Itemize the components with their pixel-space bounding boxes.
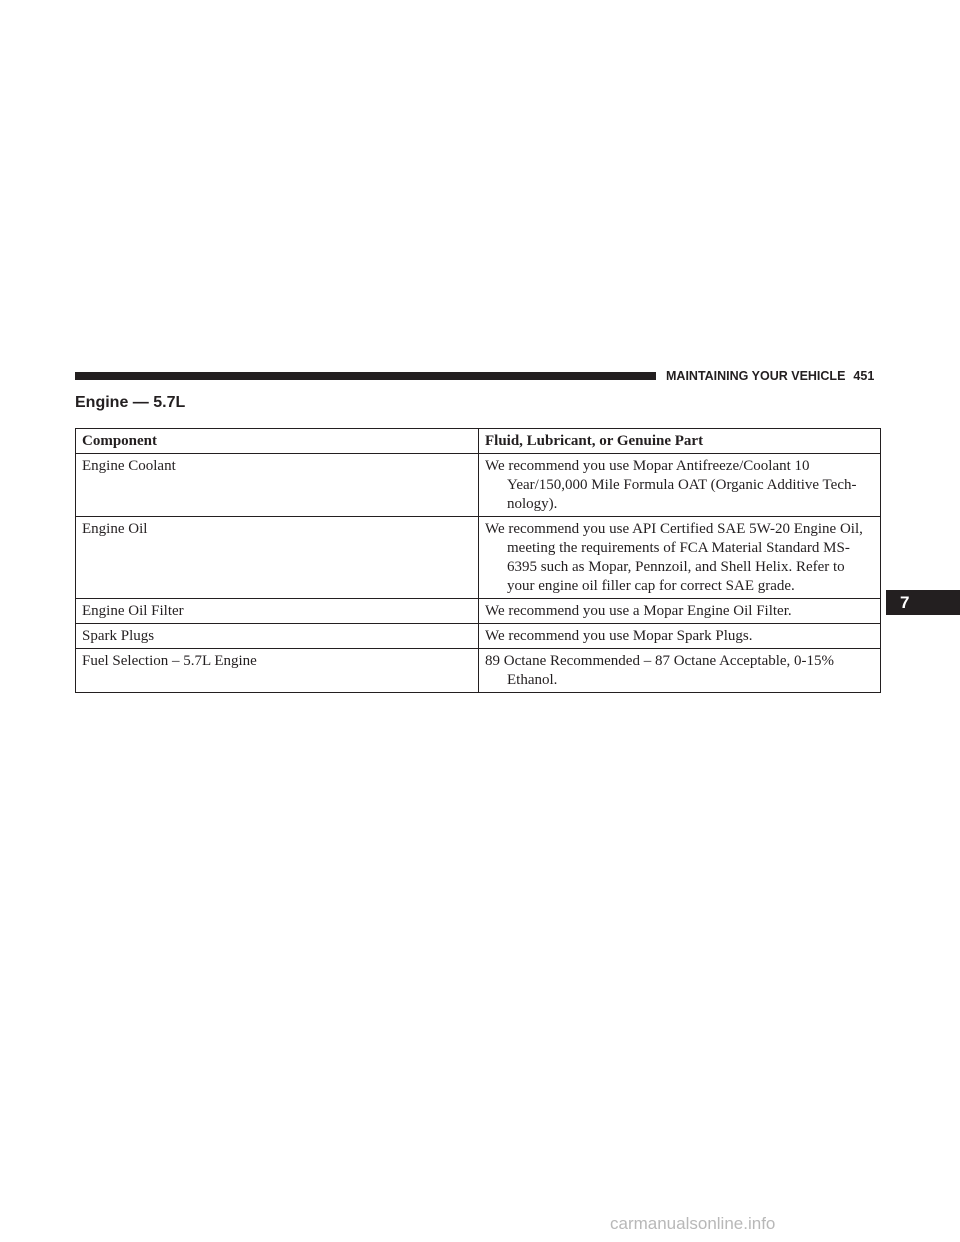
- component-cell: Engine Coolant: [75, 453, 479, 517]
- part-cell: We recommend you use a Mopar Engine Oil …: [478, 598, 881, 624]
- chapter-tab: 7: [886, 590, 960, 615]
- page-number: 451: [853, 369, 875, 383]
- fluids-table: Component Fluid, Lubricant, or Genuine P…: [75, 428, 881, 693]
- table-row: Spark Plugs We recommend you use Mopar S…: [75, 623, 881, 649]
- component-cell: Engine Oil: [75, 516, 479, 599]
- part-cell: We recommend you use API Certified SAE 5…: [478, 516, 881, 599]
- part-cell: We recommend you use Mopar Spark Plugs.: [478, 623, 881, 649]
- watermark-text: carmanualsonline.info: [610, 1214, 776, 1233]
- table-header-row: Component Fluid, Lubricant, or Genuine P…: [75, 428, 881, 454]
- part-cell: 89 Octane Recommended – 87 Octane Accept…: [478, 648, 881, 693]
- component-cell: Spark Plugs: [75, 623, 479, 649]
- column-header-part: Fluid, Lubricant, or Genuine Part: [478, 428, 881, 454]
- table-row: Fuel Selection – 5.7L Engine 89 Octane R…: [75, 648, 881, 693]
- component-cell: Fuel Selection – 5.7L Engine: [75, 648, 479, 693]
- part-cell: We recommend you use Mopar Antifreeze/Co…: [478, 453, 881, 517]
- table-row: Engine Coolant We recommend you use Mopa…: [75, 453, 881, 517]
- running-header: MAINTAINING YOUR VEHICLE 451: [666, 366, 874, 386]
- component-cell: Engine Oil Filter: [75, 598, 479, 624]
- table-row: Engine Oil We recommend you use API Cert…: [75, 516, 881, 599]
- column-header-component: Component: [75, 428, 479, 454]
- section-title: Engine — 5.7L: [75, 394, 186, 411]
- header-section-title: MAINTAINING YOUR VEHICLE: [666, 369, 846, 383]
- table-row: Engine Oil Filter We recommend you use a…: [75, 598, 881, 624]
- header-rule: [75, 372, 656, 380]
